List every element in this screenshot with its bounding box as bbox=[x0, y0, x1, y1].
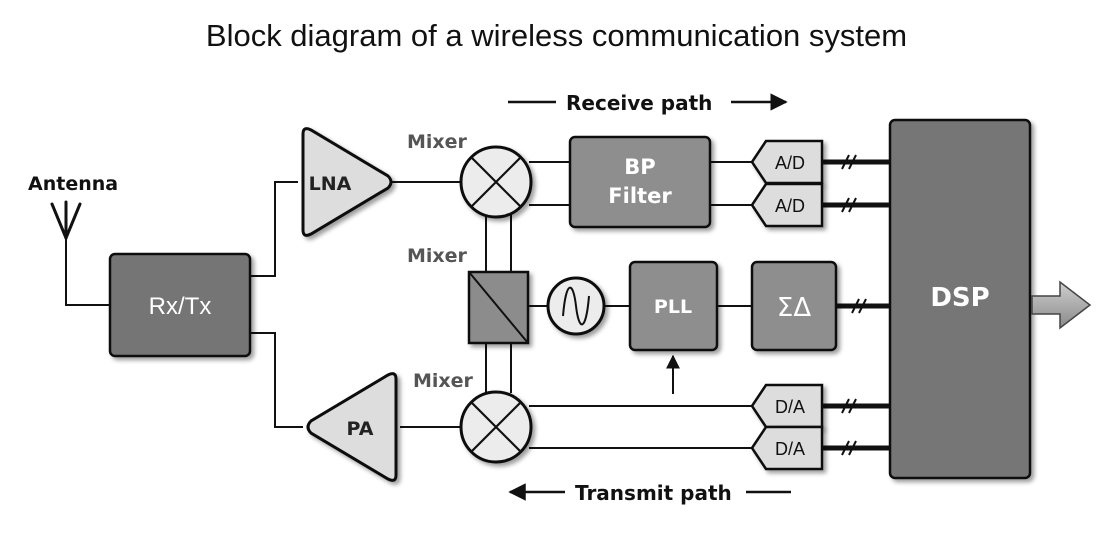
sigma-delta-block bbox=[750, 260, 838, 352]
dsp-output-arrow-icon bbox=[1031, 280, 1092, 330]
mixer-receive bbox=[459, 145, 533, 219]
mixer-splitter-label: Mixer bbox=[407, 245, 468, 267]
bp-filter-block bbox=[568, 135, 712, 229]
bp-filter-label-line2: Filter bbox=[608, 184, 672, 208]
adc-1-label: A/D bbox=[775, 153, 805, 173]
transmit-path-label: Transmit path bbox=[575, 481, 732, 505]
receive-path-label: Receive path bbox=[566, 91, 712, 115]
dsp-block bbox=[888, 118, 1032, 480]
pa-amplifier bbox=[306, 372, 398, 482]
antenna-label: Antenna bbox=[28, 173, 118, 195]
mixer-transmit bbox=[459, 390, 533, 464]
dac-converter-1 bbox=[750, 383, 824, 429]
dac-2-label: D/A bbox=[775, 439, 805, 459]
mixer-transmit-label: Mixer bbox=[413, 370, 474, 392]
pll-label: PLL bbox=[654, 296, 692, 318]
signal-wires bbox=[65, 161, 752, 449]
lna-amplifier bbox=[301, 127, 393, 237]
antenna-icon bbox=[50, 200, 82, 240]
pll-block bbox=[628, 260, 719, 352]
lna-label: LNA bbox=[309, 173, 352, 195]
bp-filter-label-line1: BP bbox=[624, 155, 655, 179]
adc-converter-2 bbox=[750, 182, 824, 228]
phase-splitter bbox=[467, 270, 530, 345]
dsp-label: DSP bbox=[930, 283, 989, 313]
adc-converter-1 bbox=[750, 139, 824, 185]
oscillator-icon bbox=[546, 276, 606, 336]
rxtx-block bbox=[108, 252, 252, 358]
bus-slash-marks bbox=[841, 154, 867, 456]
dac-1-label: D/A bbox=[775, 397, 805, 417]
digital-buses bbox=[822, 159, 890, 451]
rxtx-label: Rx/Tx bbox=[149, 293, 212, 320]
dac-converter-2 bbox=[750, 425, 824, 471]
pa-label: PA bbox=[347, 418, 374, 440]
adc-2-label: A/D bbox=[775, 196, 805, 216]
sigma-delta-label: ΣΔ bbox=[777, 293, 811, 323]
diagram-title: Block diagram of a wireless communicatio… bbox=[205, 18, 908, 53]
mixer-receive-label: Mixer bbox=[407, 131, 468, 153]
